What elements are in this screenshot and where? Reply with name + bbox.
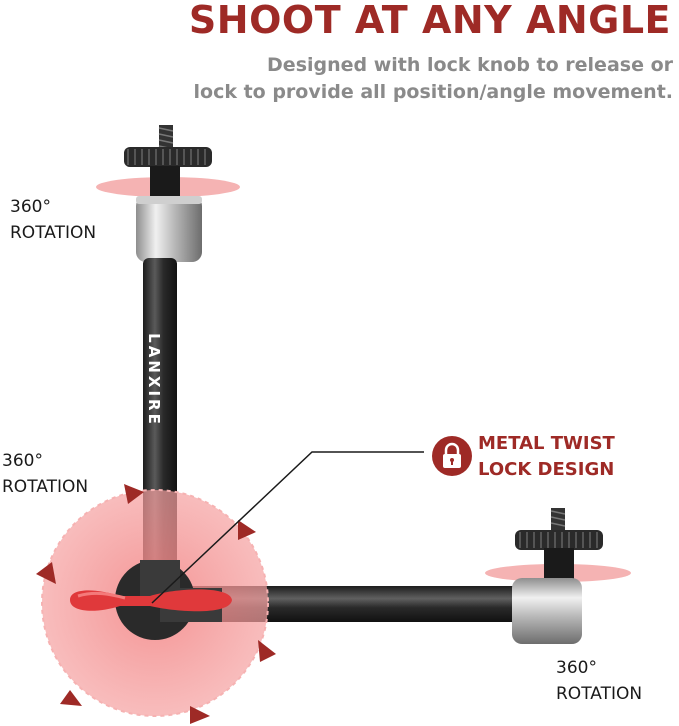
- right-chrome-joint: [512, 578, 582, 644]
- top-chrome-joint: [136, 196, 202, 262]
- rotation-label-bottom: 360° ROTATION: [556, 655, 642, 707]
- rotation-degree: 360°: [10, 197, 51, 217]
- subheadline: Designed with lock knob to release or lo…: [194, 52, 674, 106]
- callout-leader-line: [151, 451, 424, 604]
- right-screw: [515, 508, 603, 582]
- padlock-icon: [432, 436, 472, 476]
- subheadline-line-2: lock to provide all position/angle movem…: [193, 81, 674, 103]
- brand-mark: LANXIRE: [145, 333, 163, 427]
- rotation-label-top: 360° ROTATION: [10, 194, 96, 246]
- callout-line-2: LOCK DESIGN: [478, 459, 615, 480]
- top-screw: [124, 125, 212, 196]
- subheadline-line-1: Designed with lock knob to release or: [267, 54, 673, 76]
- twist-lock-knob: [70, 589, 232, 612]
- rotation-arrows: [36, 484, 276, 724]
- rotation-word: ROTATION: [10, 223, 97, 243]
- rotation-degree: 360°: [556, 658, 597, 678]
- headline: SHOOT AT ANY ANGLE: [188, 0, 671, 42]
- rotation-label-middle: 360° ROTATION: [2, 448, 88, 500]
- rotation-word: ROTATION: [556, 684, 643, 704]
- lock-design-callout: METAL TWIST LOCK DESIGN: [478, 431, 615, 483]
- rotation-word: ROTATION: [2, 477, 89, 497]
- callout-line-1: METAL TWIST: [478, 433, 615, 454]
- rotation-degree: 360°: [2, 451, 43, 471]
